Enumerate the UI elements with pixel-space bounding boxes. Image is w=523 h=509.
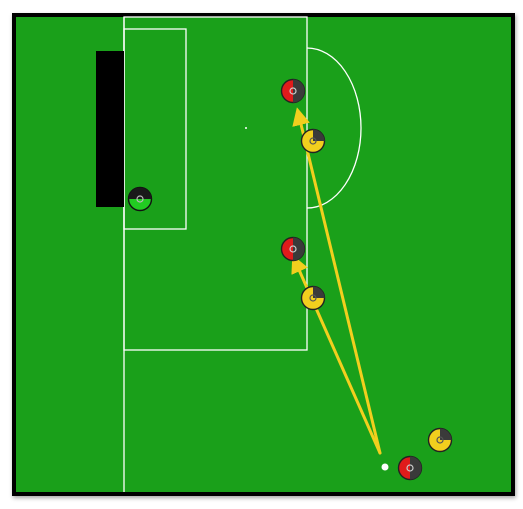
goal [96,51,124,207]
goalkeeper-icon[interactable] [127,186,153,212]
pass-arrow-to-red-1 [292,107,382,455]
penalty-spot [245,127,247,129]
yellow-player-icon[interactable] [300,285,326,311]
ball[interactable] [381,463,389,471]
yellow-player-icon[interactable] [427,427,453,453]
yellow-player-icon[interactable] [300,128,326,154]
red-player-icon[interactable] [280,236,306,262]
pitch-grass [16,17,511,492]
penalty-arc [306,47,362,209]
red-player-icon[interactable] [397,455,423,481]
red-player-icon[interactable] [280,78,306,104]
